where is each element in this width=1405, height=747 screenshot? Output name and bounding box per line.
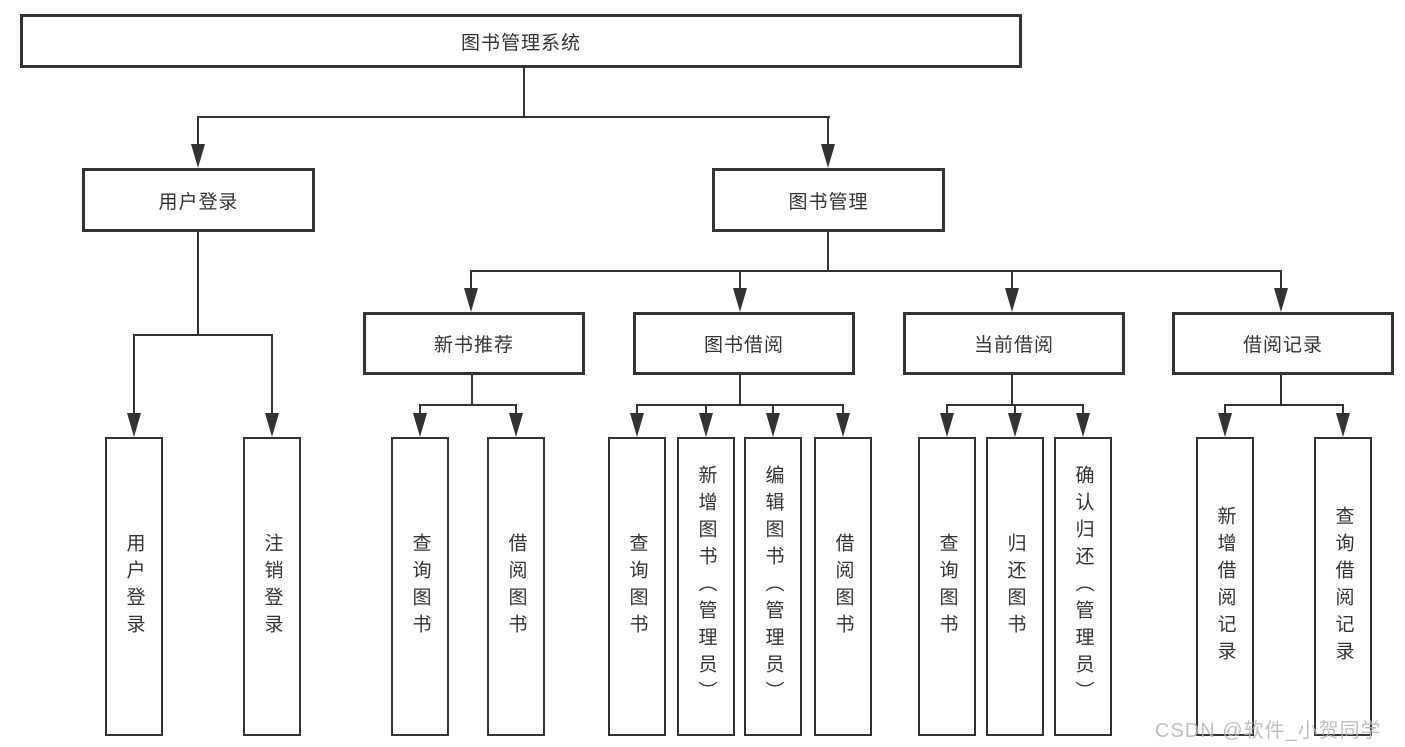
connector-line [636, 404, 638, 415]
node-library-system: 图书管理系统 [20, 14, 1022, 68]
node-user-login: 用户登录 [82, 168, 315, 232]
node-book-borrowing: 图书借阅 [633, 312, 855, 375]
node-new-book-recommend: 新书推荐 [363, 312, 585, 375]
node-label: 用户登录 [123, 532, 145, 641]
node-borrowing-records: 借阅记录 [1172, 312, 1394, 375]
connector-line [739, 270, 741, 290]
arrow-down-icon [1076, 413, 1090, 437]
connector-line [827, 116, 829, 146]
leaf-return-books: 归还图书 [986, 437, 1044, 736]
node-label: 查询图书 [626, 532, 648, 641]
connector-line [772, 404, 774, 415]
arrow-down-icon [1008, 413, 1022, 437]
arrow-down-icon [836, 413, 850, 437]
connector-line [471, 375, 473, 406]
arrow-down-icon [413, 413, 427, 437]
leaf-query-books-current: 查询图书 [918, 437, 976, 736]
arrow-down-icon [265, 413, 279, 437]
connector-line [197, 232, 199, 336]
leaf-add-borrow-record: 新增借阅记录 [1196, 437, 1254, 736]
leaf-add-books-admin: 新增图书（管理员） [677, 437, 735, 736]
node-label: 新增借阅记录 [1214, 505, 1236, 668]
connector-line [419, 404, 517, 406]
leaf-query-books-borrow: 查询图书 [608, 437, 666, 736]
node-label: 借阅记录 [1242, 335, 1323, 356]
connector-line [197, 116, 199, 146]
connector-line [197, 116, 830, 118]
leaf-edit-books-admin: 编辑图书（管理员） [744, 437, 802, 736]
node-label: 确认归还（管理员） [1072, 465, 1094, 708]
connector-line [1280, 270, 1282, 290]
leaf-logout: 注销登录 [243, 437, 301, 736]
arrow-down-icon [1336, 413, 1350, 437]
arrow-down-icon [1005, 288, 1019, 312]
node-label: 用户登录 [158, 191, 239, 213]
arrow-down-icon [940, 413, 954, 437]
node-label: 图书管理系统 [460, 32, 581, 54]
connector-line [1011, 270, 1013, 290]
connector-line [946, 404, 948, 415]
node-current-borrowing: 当前借阅 [903, 312, 1125, 375]
node-label: 借阅图书 [832, 532, 854, 641]
node-book-management: 图书管理 [712, 168, 945, 232]
arrow-down-icon [1274, 288, 1288, 312]
leaf-query-borrow-record: 查询借阅记录 [1314, 437, 1372, 736]
connector-line [1224, 404, 1226, 415]
connector-line [705, 404, 707, 415]
arrow-down-icon [699, 413, 713, 437]
connector-line [470, 270, 472, 290]
connector-line [470, 270, 1282, 272]
node-label: 图书管理 [788, 191, 869, 213]
leaf-borrow-books: 借阅图书 [814, 437, 872, 736]
arrow-down-icon [191, 144, 205, 168]
arrow-down-icon [1218, 413, 1232, 437]
node-label: 编辑图书（管理员） [762, 465, 784, 708]
arrow-down-icon [821, 144, 835, 168]
node-label: 当前借阅 [973, 335, 1054, 356]
connector-line [133, 334, 273, 336]
arrow-down-icon [733, 288, 747, 312]
arrow-down-icon [630, 413, 644, 437]
arrow-down-icon [127, 413, 141, 437]
node-label: 查询图书 [936, 532, 958, 641]
connector-line [419, 404, 421, 415]
node-label: 图书借阅 [703, 335, 784, 356]
connector-line [1014, 404, 1016, 415]
arrow-down-icon [509, 413, 523, 437]
connector-line [515, 404, 517, 415]
connector-line [1342, 404, 1344, 415]
connector-line [842, 404, 844, 415]
node-label: 归还图书 [1004, 532, 1026, 641]
connector-line [1280, 375, 1282, 406]
node-label: 新书推荐 [433, 335, 514, 356]
node-label: 注销登录 [261, 532, 283, 641]
leaf-borrow-books-recommend: 借阅图书 [487, 437, 545, 736]
leaf-query-books-recommend: 查询图书 [391, 437, 449, 736]
leaf-confirm-return-admin: 确认归还（管理员） [1054, 437, 1112, 736]
arrow-down-icon [766, 413, 780, 437]
connector-line [1224, 404, 1344, 406]
connector-line [271, 334, 273, 415]
connector-line [636, 404, 844, 406]
node-label: 查询图书 [409, 532, 431, 641]
connector-line [1082, 404, 1084, 415]
leaf-user-login: 用户登录 [105, 437, 163, 736]
connector-line [1011, 375, 1013, 406]
csdn-watermark: CSDN @软件_小贺同学 [1155, 720, 1382, 742]
connector-line [739, 375, 741, 406]
connector-line [523, 67, 525, 118]
node-label: 新增图书（管理员） [695, 465, 717, 708]
node-label: 借阅图书 [505, 532, 527, 641]
connector-line [133, 334, 135, 415]
node-label: 查询借阅记录 [1332, 505, 1354, 668]
arrow-down-icon [464, 288, 478, 312]
connector-line [827, 232, 829, 272]
